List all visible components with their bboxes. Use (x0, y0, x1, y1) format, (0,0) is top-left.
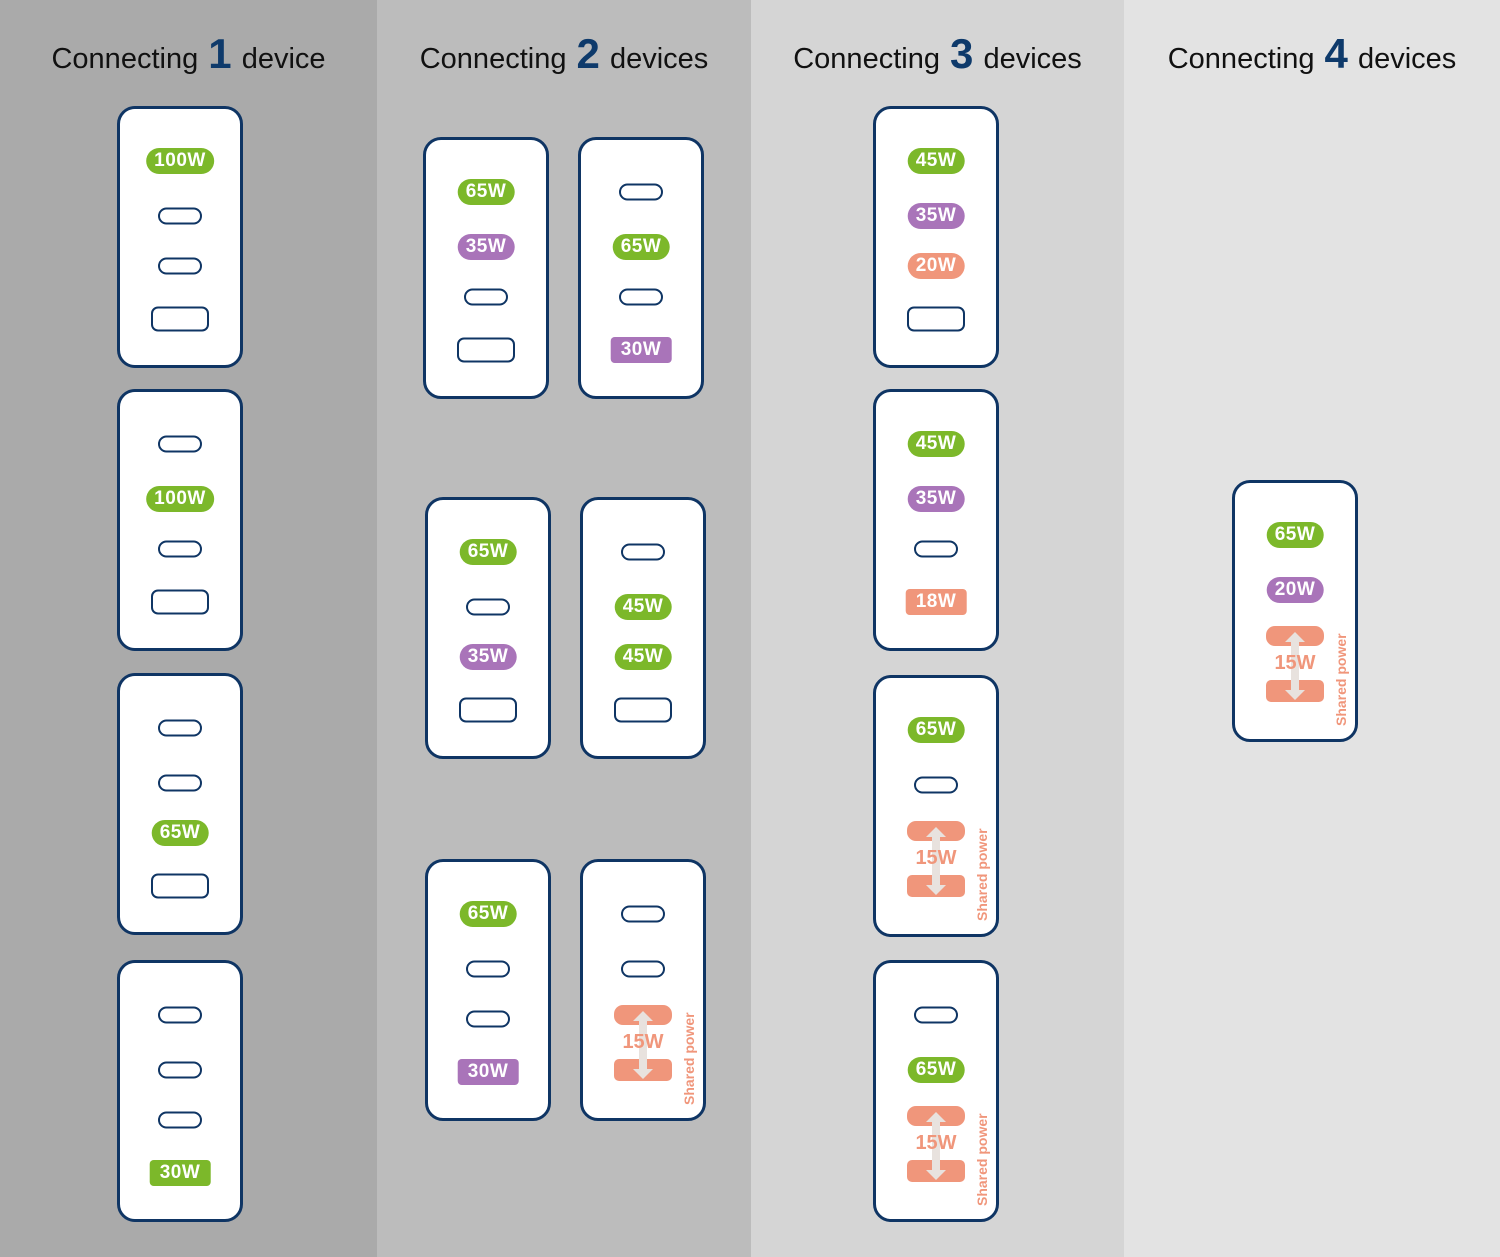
shared-power-group: 15W Shared power (876, 821, 996, 921)
wattage-badge: 65W (459, 901, 517, 927)
column-heading: Connecting 4 devices (1124, 28, 1500, 80)
usb-c-port (621, 960, 665, 978)
usb-a-port (151, 589, 209, 615)
wattage-badge: 20W (1266, 577, 1324, 603)
usb-a-port (457, 337, 515, 363)
charger: 100W (117, 389, 243, 651)
double-arrow-icon (1285, 632, 1305, 700)
wattage-badge: 20W (907, 253, 965, 279)
charger: 45W 45W (580, 497, 706, 759)
usb-a-port (614, 697, 672, 723)
wattage-badge: 65W (612, 234, 670, 260)
wattage-badge: 30W (457, 1059, 519, 1085)
column-heading: Connecting 3 devices (751, 28, 1124, 80)
heading-prefix: Connecting (419, 43, 567, 75)
column-heading: Connecting 1 device (0, 28, 377, 80)
wattage-badge: 100W (146, 486, 214, 512)
usb-c-port (619, 183, 663, 201)
heading-suffix: device (241, 43, 326, 75)
column-heading: Connecting 2 devices (377, 28, 751, 80)
charger: 65W 30W (578, 137, 704, 399)
shared-wattage: 15W (915, 1132, 957, 1154)
shared-wattage: 15W (915, 847, 957, 869)
double-arrow-icon (926, 1112, 946, 1180)
usb-c-port (158, 774, 202, 792)
charger: 65W (117, 673, 243, 935)
usb-c-port (621, 905, 665, 923)
usb-c-port (158, 257, 202, 275)
charger: 100W (117, 106, 243, 368)
wattage-badge: 45W (614, 594, 672, 620)
heading-suffix: devices (609, 43, 709, 75)
shared-power-group: 15W Shared power (583, 1005, 703, 1105)
usb-c-port (158, 540, 202, 558)
heading-number: 1 (208, 30, 232, 77)
shared-power-label: Shared power (681, 1012, 697, 1105)
usb-a-port (907, 306, 965, 332)
charger: 65W 20W 15W Shared power (1232, 480, 1358, 742)
usb-a-port (151, 873, 209, 899)
usb-c-port (158, 719, 202, 737)
wattage-badge: 18W (905, 589, 967, 615)
usb-c-port (914, 1006, 958, 1024)
usb-c-port (914, 540, 958, 558)
wattage-badge: 65W (457, 179, 515, 205)
usb-c-port (158, 1006, 202, 1024)
wattage-badge: 45W (614, 644, 672, 670)
shared-power-label: Shared power (974, 1113, 990, 1206)
usb-c-port (621, 543, 665, 561)
charger: 45W 35W 18W (873, 389, 999, 651)
double-arrow-icon (926, 827, 946, 895)
wattage-badge: 45W (907, 148, 965, 174)
usb-c-port (158, 1111, 202, 1129)
wattage-badge: 45W (907, 431, 965, 457)
charger: 65W 30W (425, 859, 551, 1121)
usb-c-port (158, 435, 202, 453)
usb-c-port (158, 1061, 202, 1079)
charger: 45W 35W 20W (873, 106, 999, 368)
heading-prefix: Connecting (1167, 43, 1315, 75)
charger: 30W (117, 960, 243, 1222)
heading-number: 4 (1324, 30, 1348, 77)
double-arrow-icon (633, 1011, 653, 1079)
usb-a-port (151, 306, 209, 332)
usb-c-port (619, 288, 663, 306)
heading-prefix: Connecting (793, 43, 940, 75)
usb-c-port (466, 1010, 510, 1028)
wattage-badge: 30W (610, 337, 672, 363)
heading-number: 2 (576, 30, 600, 77)
wattage-badge: 65W (907, 717, 965, 743)
wattage-badge: 65W (1266, 522, 1324, 548)
wattage-badge: 65W (907, 1057, 965, 1083)
shared-wattage: 15W (622, 1031, 664, 1053)
charger: 65W 15W Shared power (873, 960, 999, 1222)
usb-c-port (158, 207, 202, 225)
usb-c-port (914, 776, 958, 794)
wattage-badge: 35W (457, 234, 515, 260)
wattage-badge: 65W (459, 539, 517, 565)
charger: 65W 35W (423, 137, 549, 399)
shared-power-group: 15W Shared power (1235, 626, 1355, 726)
wattage-badge: 35W (907, 486, 965, 512)
wattage-badge: 35W (907, 203, 965, 229)
heading-suffix: devices (1357, 43, 1457, 75)
heading-prefix: Connecting (51, 43, 199, 75)
wattage-badge: 30W (149, 1160, 211, 1186)
usb-c-port (464, 288, 508, 306)
usb-c-port (466, 598, 510, 616)
shared-power-group: 15W Shared power (876, 1106, 996, 1206)
shared-power-label: Shared power (1333, 633, 1349, 726)
shared-wattage: 15W (1274, 652, 1316, 674)
wattage-badge: 65W (151, 820, 209, 846)
charger: 15W Shared power (580, 859, 706, 1121)
charger: 65W 15W Shared power (873, 675, 999, 937)
wattage-badge: 35W (459, 644, 517, 670)
charger: 65W 35W (425, 497, 551, 759)
heading-suffix: devices (983, 43, 1082, 75)
heading-number: 3 (950, 30, 974, 77)
usb-c-port (466, 960, 510, 978)
wattage-badge: 100W (146, 148, 214, 174)
usb-a-port (459, 697, 517, 723)
shared-power-label: Shared power (974, 828, 990, 921)
